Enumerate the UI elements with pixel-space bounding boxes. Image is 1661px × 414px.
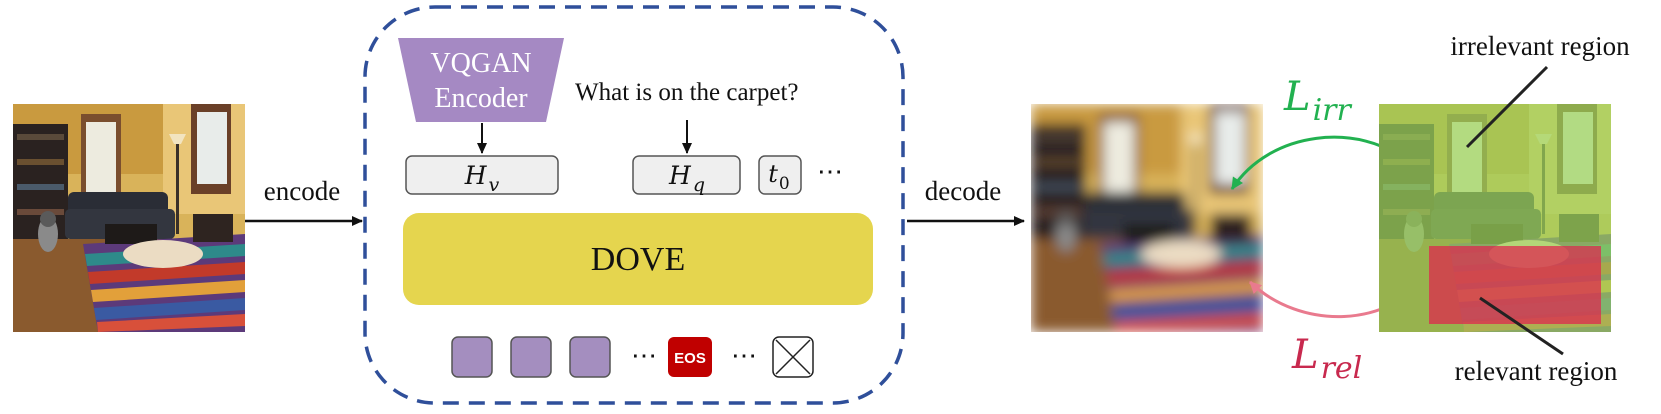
output-token-3 bbox=[569, 336, 611, 378]
output-ellipsis-1: ⋯ bbox=[631, 341, 657, 370]
output-token-2 bbox=[510, 336, 552, 378]
eos-token: EOS bbox=[668, 337, 712, 377]
model-container bbox=[363, 5, 905, 405]
irrelevant-region-label: irrelevant region bbox=[1450, 31, 1630, 61]
mask-image bbox=[1379, 104, 1611, 332]
svg-text:Hq: Hq bbox=[668, 161, 705, 196]
vqgan-encoder: VQGAN Encoder bbox=[398, 38, 564, 122]
relevant-region-label: relevant region bbox=[1455, 356, 1618, 386]
t0-sub: 0 bbox=[779, 174, 790, 194]
dove-label: DOVE bbox=[591, 241, 685, 278]
irr-sub: irr bbox=[1313, 93, 1353, 128]
relevant-pointer bbox=[1479, 296, 1564, 356]
hq-main: H bbox=[668, 161, 692, 190]
input-image bbox=[13, 104, 245, 332]
question-text: What is on the carpet? bbox=[575, 79, 799, 106]
empty-token bbox=[772, 336, 814, 378]
output-ellipsis-2: ⋯ bbox=[731, 341, 757, 370]
rel-sub: rel bbox=[1321, 351, 1363, 386]
t0-token: t0 bbox=[758, 155, 802, 195]
hq-sub: q bbox=[693, 174, 705, 196]
hv-sub: v bbox=[489, 174, 500, 196]
rel-loss-label: Lrel bbox=[1291, 332, 1362, 386]
hv-main: H bbox=[464, 161, 488, 190]
irr-loss-label: Lirr bbox=[1283, 74, 1352, 128]
svg-text:t0: t0 bbox=[768, 160, 789, 194]
output-token-1 bbox=[451, 336, 493, 378]
encoder-line2: Encoder bbox=[434, 83, 528, 114]
rel-main: L bbox=[1291, 332, 1319, 378]
dove-block: DOVE bbox=[403, 213, 873, 305]
encoder-line1: VQGAN bbox=[430, 48, 531, 79]
encode-label: encode bbox=[264, 176, 340, 206]
token-ellipsis: ⋯ bbox=[817, 157, 843, 186]
irr-main: L bbox=[1283, 74, 1311, 120]
decode-label: decode bbox=[925, 176, 1001, 206]
eos-label: EOS bbox=[674, 350, 706, 367]
t0-main: t bbox=[768, 160, 778, 188]
decoded-image bbox=[1031, 104, 1263, 332]
relevant-overlay bbox=[1429, 246, 1601, 324]
irrelevant-pointer bbox=[1465, 65, 1549, 149]
svg-text:Hv: Hv bbox=[464, 161, 500, 196]
